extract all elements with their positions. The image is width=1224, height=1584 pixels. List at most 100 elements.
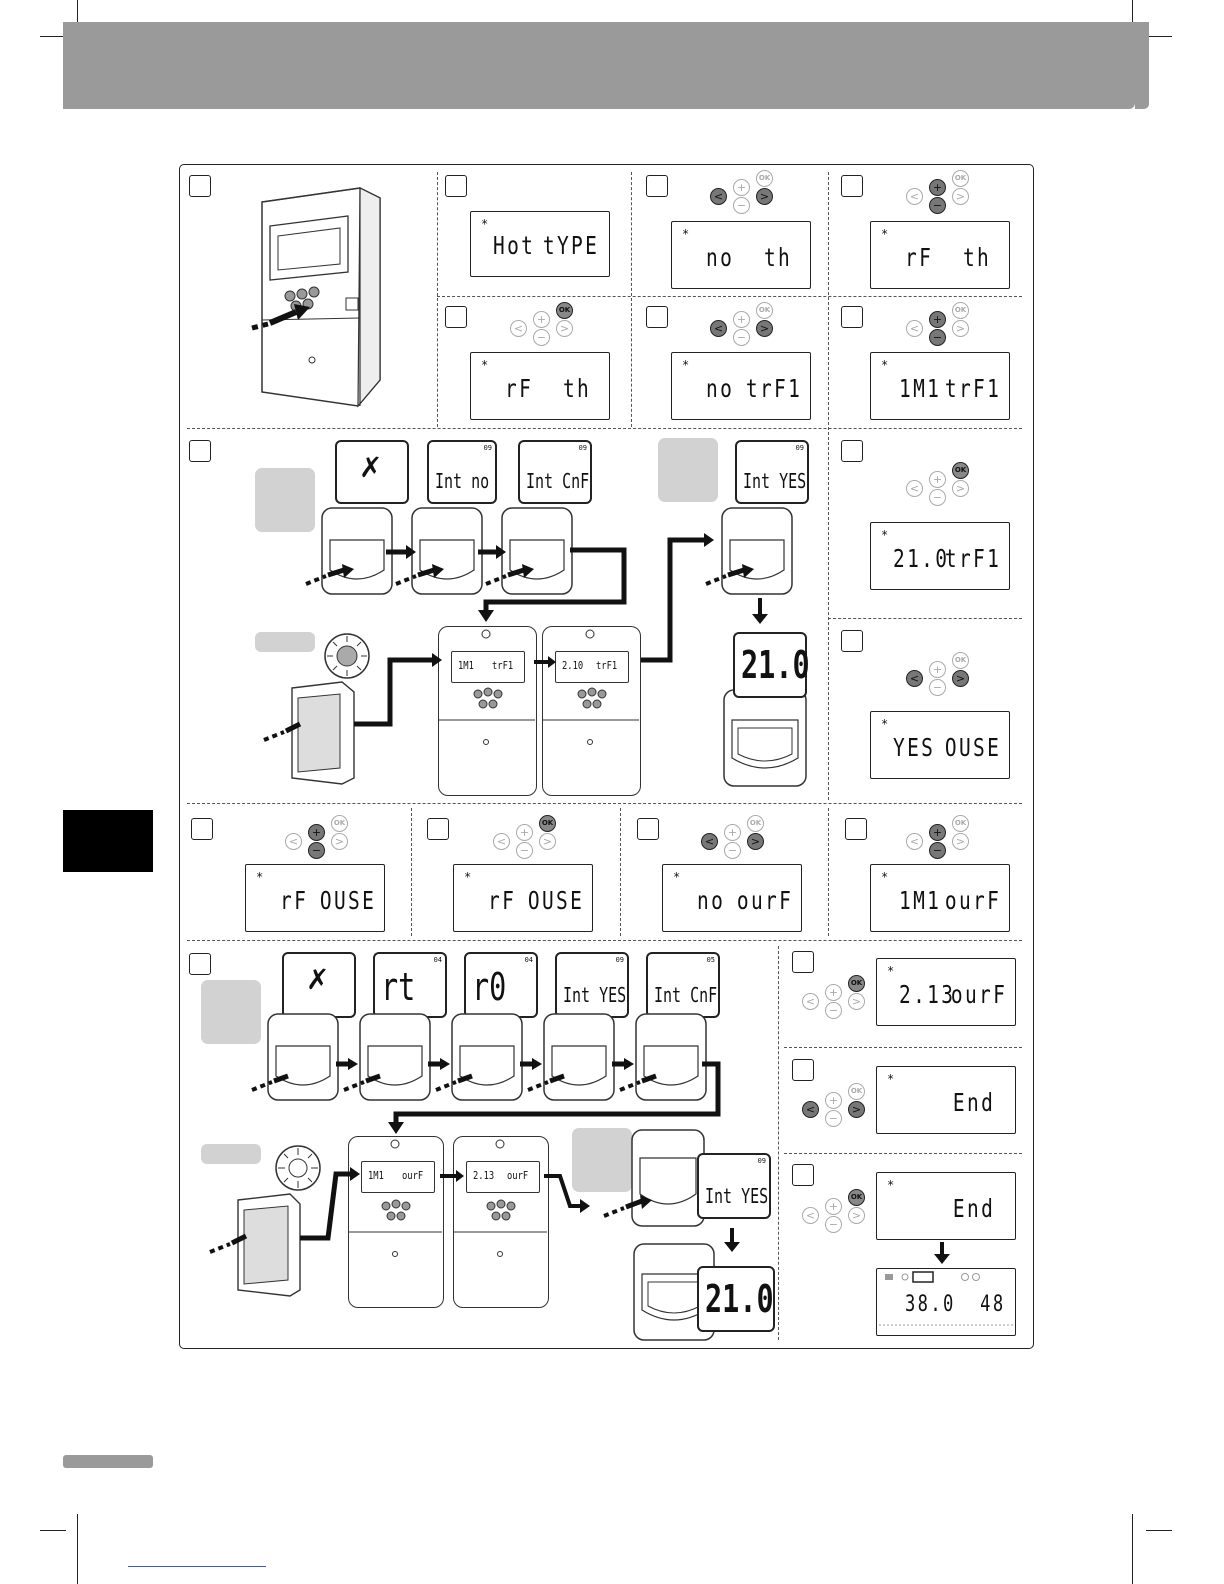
right-button[interactable]: >	[331, 833, 348, 850]
step-box-4	[841, 175, 863, 197]
left-button[interactable]: <	[906, 833, 923, 850]
left-button[interactable]: <	[493, 833, 510, 850]
bubble-code: 05	[706, 956, 715, 964]
plus-button[interactable]: +	[308, 824, 325, 841]
minus-button[interactable]: −	[929, 489, 946, 506]
snowflake-icon: *	[887, 1072, 895, 1086]
ok-button[interactable]: OK	[539, 815, 556, 832]
ok-button[interactable]: OK	[952, 302, 969, 319]
divider	[437, 172, 438, 427]
lcd-step-18: * End	[876, 1172, 1016, 1240]
left-button[interactable]: <	[906, 670, 923, 687]
left-button[interactable]: <	[701, 833, 718, 850]
ok-button[interactable]: OK	[747, 815, 764, 832]
right-button[interactable]: >	[756, 320, 773, 337]
sensor-device	[209, 1145, 360, 1297]
ok-button[interactable]: OK	[848, 1189, 865, 1206]
ok-button[interactable]: OK	[952, 170, 969, 187]
right-button[interactable]: >	[952, 188, 969, 205]
plus-button[interactable]: +	[825, 1092, 842, 1109]
step-box-12	[427, 818, 449, 840]
left-button[interactable]: <	[802, 1101, 819, 1118]
plus-button[interactable]: +	[724, 824, 741, 841]
plus-button[interactable]: +	[929, 471, 946, 488]
right-button[interactable]: >	[848, 1207, 865, 1224]
minus-button[interactable]: −	[929, 329, 946, 346]
right-button[interactable]: >	[747, 833, 764, 850]
snowflake-icon: *	[881, 717, 889, 731]
minus-button[interactable]: −	[308, 842, 325, 859]
plus-button[interactable]: +	[533, 311, 550, 328]
right-button[interactable]: >	[848, 1101, 865, 1118]
ok-button[interactable]: OK	[952, 815, 969, 832]
lcd-line2: tYPE	[542, 231, 599, 260]
thermostat-1	[305, 507, 393, 595]
snowflake-icon: *	[881, 870, 889, 884]
minus-button[interactable]: −	[733, 197, 750, 214]
minus-button[interactable]: −	[516, 842, 533, 859]
right-button[interactable]: >	[756, 188, 773, 205]
ok-button[interactable]: OK	[848, 1083, 865, 1100]
button-pad-step-7: OK + < > −	[904, 302, 969, 346]
step-box-7	[841, 306, 863, 328]
thermostat-row	[251, 1013, 721, 1108]
snowflake-icon: *	[887, 1178, 895, 1192]
bubble-code: 04	[524, 956, 533, 964]
gray-marker	[201, 980, 261, 1044]
left-button[interactable]: <	[285, 833, 302, 850]
left-button[interactable]: <	[906, 188, 923, 205]
left-button[interactable]: <	[710, 320, 727, 337]
left-button[interactable]: <	[710, 188, 727, 205]
minus-button[interactable]: −	[825, 1110, 842, 1127]
lcd-line1: Hot	[493, 231, 536, 260]
right-button[interactable]: >	[848, 993, 865, 1010]
right-button[interactable]: >	[556, 320, 573, 337]
right-button[interactable]: >	[952, 833, 969, 850]
ok-button[interactable]: OK	[756, 302, 773, 319]
left-button[interactable]: <	[802, 1207, 819, 1224]
plus-button[interactable]: +	[929, 311, 946, 328]
plus-button[interactable]: +	[825, 1198, 842, 1215]
ok-button[interactable]: OK	[952, 462, 969, 479]
minus-button[interactable]: −	[929, 679, 946, 696]
plus-button[interactable]: +	[516, 824, 533, 841]
minus-button[interactable]: −	[733, 329, 750, 346]
minus-button[interactable]: −	[533, 329, 550, 346]
button-pad-step-5: OK + < > −	[508, 302, 573, 346]
plus-button[interactable]: +	[733, 179, 750, 196]
ok-button[interactable]: OK	[952, 652, 969, 669]
plus-button[interactable]: +	[825, 984, 842, 1001]
left-button[interactable]: <	[802, 993, 819, 1010]
minus-button[interactable]: −	[929, 842, 946, 859]
plus-button[interactable]: +	[929, 824, 946, 841]
ok-button[interactable]: OK	[331, 815, 348, 832]
controller-screen: 2.13 ourF	[466, 1161, 540, 1193]
minus-button[interactable]: −	[825, 1002, 842, 1019]
minus-button[interactable]: −	[724, 842, 741, 859]
step-box-1	[189, 175, 211, 197]
plus-button[interactable]: +	[929, 661, 946, 678]
right-button[interactable]: >	[952, 320, 969, 337]
divider	[778, 946, 779, 1340]
left-button[interactable]: <	[906, 480, 923, 497]
plus-button[interactable]: +	[733, 311, 750, 328]
right-button[interactable]: >	[952, 670, 969, 687]
ok-button[interactable]: OK	[556, 302, 573, 319]
crop-mark	[1146, 1530, 1172, 1531]
left-button[interactable]: <	[510, 320, 527, 337]
right-button[interactable]: >	[539, 833, 556, 850]
right-button[interactable]: >	[952, 480, 969, 497]
minus-button[interactable]: −	[929, 197, 946, 214]
minus-button[interactable]: −	[825, 1216, 842, 1233]
snowflake-icon: *	[881, 358, 889, 372]
plus-button[interactable]: +	[929, 179, 946, 196]
left-button[interactable]: <	[906, 320, 923, 337]
down-arrow	[724, 1228, 740, 1252]
ok-button[interactable]: OK	[848, 975, 865, 992]
snowflake-icon: *	[464, 870, 472, 884]
divider	[784, 1153, 1022, 1154]
ok-button[interactable]: OK	[756, 170, 773, 187]
bubble-result: 21.0	[697, 1266, 775, 1332]
button-pad-step-9: OK + < > −	[904, 462, 969, 506]
step-box-9	[841, 440, 863, 462]
